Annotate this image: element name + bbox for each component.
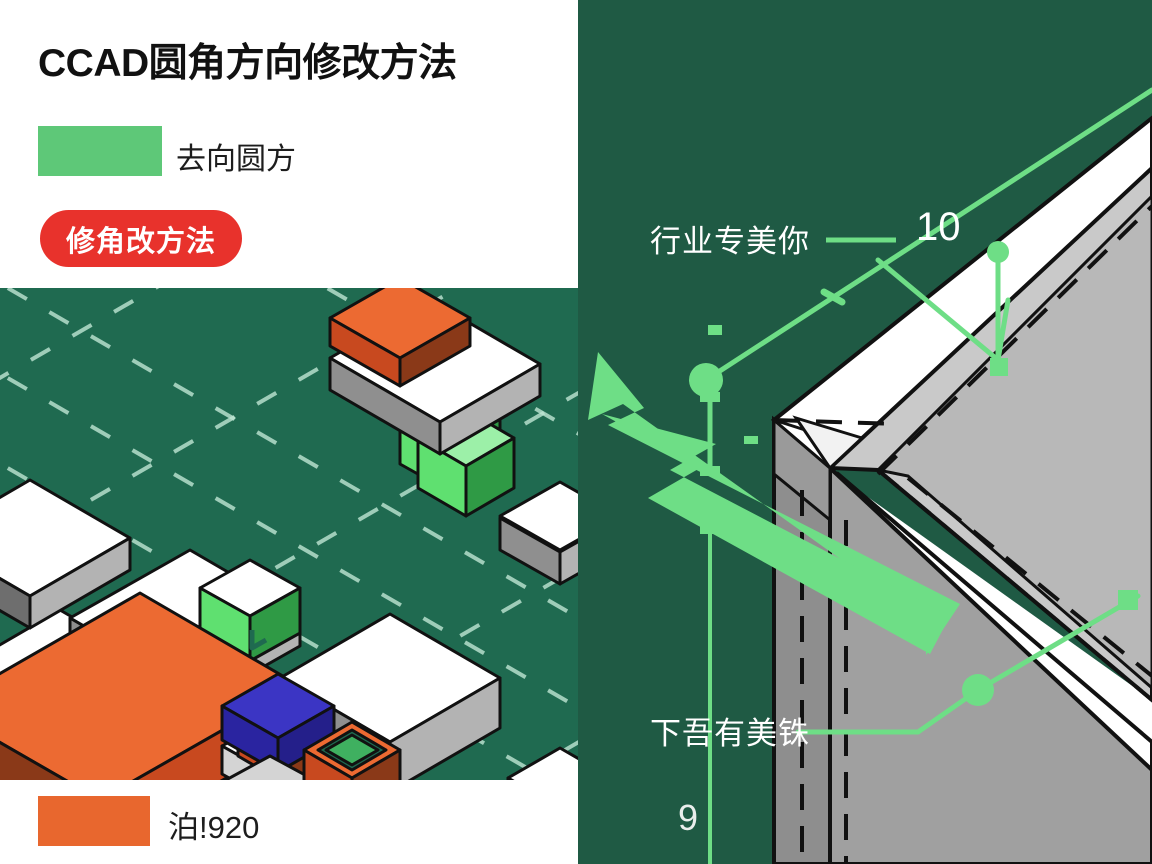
upper-annotation-value: 10 [916,205,961,249]
iso-block-green-1 [198,558,302,663]
green-legend-label: 去向圆方 [176,143,296,176]
green-color-swatch [38,126,162,176]
upper-annotation-label: 行业专美你 [650,224,810,259]
iso-block-white-bar-9 [498,480,578,552]
method-badge[interactable]: 修角改方法 [40,210,243,267]
left-info-panel: CCAD圆角方向修改方法 去向圆方 修角改方法 [0,42,578,846]
orange-color-swatch [38,796,150,846]
page-title: CCAD圆角方向修改方法 [38,42,457,85]
lower-annotation-label: 下吾有美铢 [650,716,810,751]
iso-blocks [0,288,578,780]
right-cad-viewport: 行业专美你 10 下吾有美铢 9 [578,0,1152,864]
lower-annotation-value: 9 [678,797,698,838]
isometric-illustration [0,288,578,780]
method-badge-label: 修角改方法 [66,225,217,258]
orange-legend-label: 泊!920 [168,810,260,845]
iso-block-orange-bar-2 [328,288,472,388]
iso-block-white-bar-10 [506,746,578,780]
iso-block-white-bar-5 [0,478,132,630]
cad-green-annotations [689,87,1152,864]
cad-corner-solid [770,115,1152,864]
iso-block-orange-tower [302,720,402,780]
green-direction-arrow [588,352,960,655]
iso-grid-lines [0,288,578,780]
iso-block-gray-machine [224,754,318,780]
